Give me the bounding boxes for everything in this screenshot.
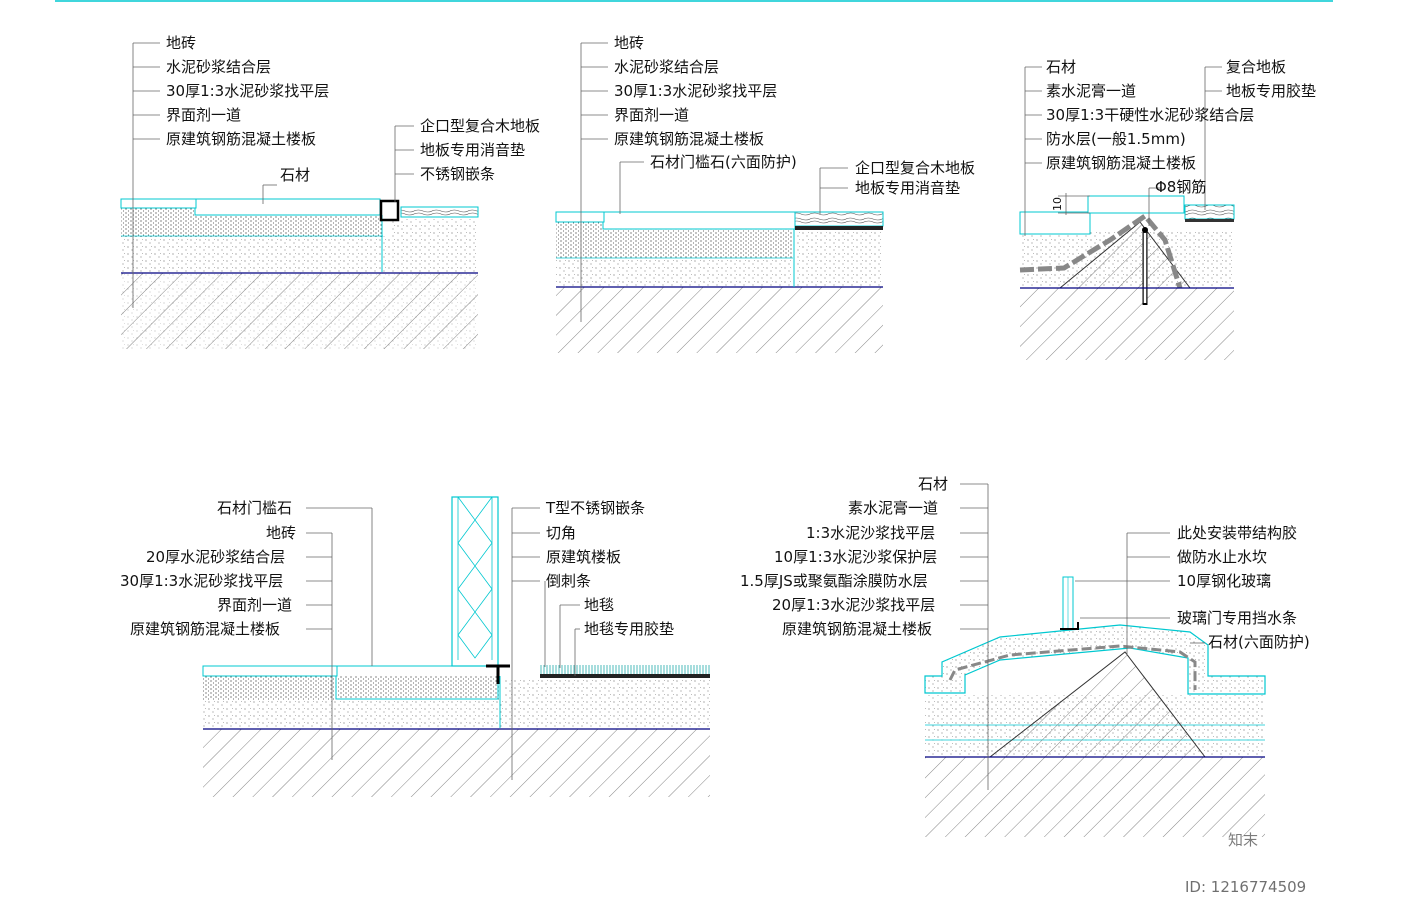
tile-layer: [202, 665, 338, 677]
label-carpet: 地毯: [584, 596, 614, 614]
label-wood-floor: 企口型复合木地板: [420, 117, 540, 135]
concrete-slab: [203, 729, 710, 797]
stainless-strip: [379, 199, 400, 222]
label-interface-agent: 界面剂一道: [614, 106, 689, 124]
label-carpet-pad: 地毯专用胶垫: [584, 620, 674, 638]
label-water-stop-strip: 玻璃门专用挡水条: [1177, 609, 1297, 627]
label-tempered-glass: 10厚钢化玻璃: [1177, 572, 1271, 590]
label-concrete-slab: 原建筑钢筋混凝土楼板: [782, 620, 932, 638]
floor-pad: [1185, 219, 1234, 222]
label-waterproof-coating: 1.5厚JS或聚氨酯涂膜防水层: [740, 572, 928, 590]
label-concrete-slab: 原建筑钢筋混凝土楼板: [130, 620, 280, 638]
label-bonding-mortar: 水泥砂浆结合层: [614, 58, 719, 76]
label-floor-pad: 地板专用胶垫: [1226, 82, 1316, 100]
label-interface-agent: 界面剂一道: [166, 106, 241, 124]
concrete-slab: [925, 757, 1265, 837]
stone-layer: [194, 198, 381, 216]
label-tile: 地砖: [614, 34, 644, 52]
waterproof-membrane: [948, 644, 1197, 690]
mortar-right: [390, 219, 478, 236]
detail-3: 10 石材 素水泥膏一道 30厚1:3干硬性水泥砂浆结合层 防水层(一般1.5m…: [1019, 58, 1316, 360]
label-bonding-mortar: 水泥砂浆结合层: [166, 58, 271, 76]
sound-pad: [795, 226, 883, 230]
watermark-logo: 知末: [1228, 831, 1258, 849]
label-composite-floor: 复合地板: [1226, 58, 1286, 76]
label-waterproof: 防水层(一般1.5mm): [1046, 130, 1186, 148]
label-t-strip: T型不锈钢嵌条: [545, 499, 645, 517]
detail-5: 石材 素水泥膏一道 1:3水泥沙浆找平层 10厚1:3水泥沙浆保护层 1.5厚J…: [740, 475, 1310, 837]
label-tile: 地砖: [266, 524, 296, 542]
label-threshold-stone: 石材门槛石(六面防护): [650, 153, 797, 171]
label-stone: 石材: [918, 475, 948, 493]
label-stone: 石材: [1046, 58, 1076, 76]
stone-threshold: [924, 624, 1266, 695]
label-sound-pad: 地板专用消音垫: [855, 179, 960, 197]
label-stone: 石材: [280, 166, 310, 184]
carpet: [540, 665, 710, 674]
glass-wall: [451, 496, 499, 667]
stone-left: [1019, 211, 1091, 235]
concrete-slab: [556, 287, 883, 353]
label-cement-paste: 素水泥膏一道: [848, 499, 938, 517]
label-structural-glue: 此处安装带结构胶: [1177, 524, 1297, 542]
mortar-right: [503, 680, 710, 700]
label-cement-paste: 素水泥膏一道: [1046, 82, 1136, 100]
wood-floor: [794, 211, 884, 227]
screed-layer: [556, 258, 883, 287]
mortar-layer: [203, 676, 499, 700]
slab-triangles: [121, 273, 478, 349]
label-concrete-slab: 原建筑钢筋混凝土楼板: [166, 130, 316, 148]
stone-top: [1087, 195, 1185, 214]
label-stone-protected: 石材(六面防护): [1208, 633, 1310, 651]
label-barb-strip: 倒刺条: [546, 572, 591, 590]
label-steel-strip: 不锈钢嵌条: [420, 165, 495, 183]
label-leveling-layer: 1:3水泥沙浆找平层: [806, 524, 935, 542]
label-concrete-slab: 原建筑钢筋混凝土楼板: [614, 130, 764, 148]
mortar-right: [795, 231, 883, 258]
detail-1: 地砖 水泥砂浆结合层 30厚1:3水泥砂浆找平层 界面剂一道 原建筑钢筋混凝土楼…: [120, 34, 540, 349]
tile-layer: [120, 198, 197, 209]
rebar-section: [1142, 227, 1148, 233]
screed-layer: [203, 700, 710, 729]
carpet-pad: [540, 674, 710, 678]
label-chamfer: 切角: [546, 524, 576, 542]
label-leveling-layer-20: 20厚1:3水泥沙浆找平层: [772, 596, 935, 614]
label-dry-mortar: 30厚1:3干硬性水泥砂浆结合层: [1046, 106, 1254, 124]
label-leveling-layer: 30厚1:3水泥砂浆找平层: [614, 82, 777, 100]
label-rebar: Φ8钢筋: [1155, 178, 1206, 196]
concrete-slab: [1020, 288, 1234, 360]
label-water-dam: 做防水止水坎: [1177, 548, 1267, 566]
label-leveling-layer: 30厚1:3水泥砂浆找平层: [166, 82, 329, 100]
detail-2: 地砖 水泥砂浆结合层 30厚1:3水泥砂浆找平层 界面剂一道 原建筑钢筋混凝土楼…: [555, 34, 975, 353]
label-leveling-layer: 30厚1:3水泥砂浆找平层: [120, 572, 283, 590]
label-original-slab: 原建筑楼板: [546, 548, 621, 566]
label-threshold-stone: 石材门槛石: [217, 499, 292, 517]
threshold-stone: [602, 211, 796, 230]
label-protective-layer: 10厚1:3水泥沙浆保护层: [774, 548, 937, 566]
tile-layer: [555, 211, 605, 223]
composite-floor: [1184, 204, 1235, 220]
dim-10: 10: [1051, 197, 1064, 211]
label-tile: 地砖: [166, 34, 196, 52]
wood-floor: [400, 206, 479, 218]
label-interface-agent: 界面剂一道: [217, 596, 292, 614]
waterproof-layer: [1019, 212, 1183, 289]
water-stop-strip: [1060, 622, 1079, 630]
screed-layer: [121, 236, 478, 273]
t-strip: [486, 664, 510, 684]
glass-wall-pattern: [457, 496, 493, 660]
label-bonding-mortar: 20厚水泥砂浆结合层: [146, 548, 285, 566]
label-concrete-slab: 原建筑钢筋混凝土楼板: [1046, 154, 1196, 172]
label-sound-pad: 地板专用消音垫: [420, 141, 525, 159]
detail-4: 石材门槛石 地砖 20厚水泥砂浆结合层 30厚1:3水泥砂浆找平层 界面剂一道 …: [120, 496, 710, 797]
watermark-id: ID: 1216774509: [1185, 878, 1306, 896]
label-wood-floor: 企口型复合木地板: [855, 159, 975, 177]
